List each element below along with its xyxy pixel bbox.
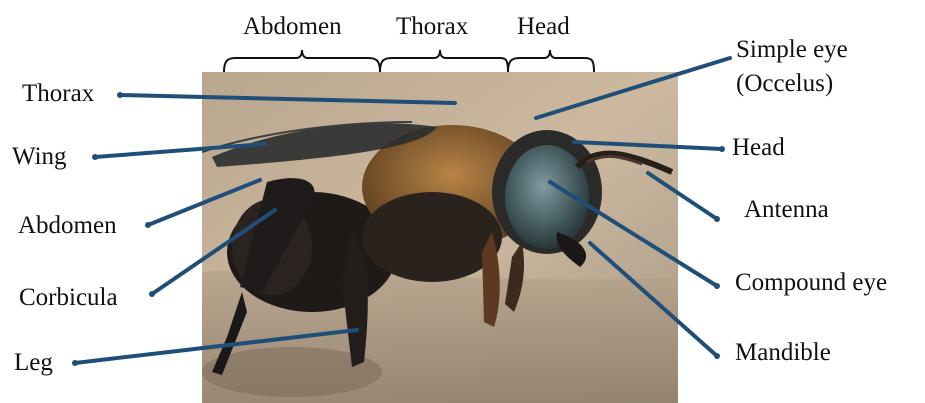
leader-dot-corbicula [149,291,155,297]
label-head: Head [732,135,785,160]
label-abdomen: Abdomen [18,213,117,238]
leader-dot-head [719,146,725,152]
label-simple-eye: Simple eye [736,37,848,62]
leader-dot-compound-eye [714,283,720,289]
label-leg: Leg [14,350,53,375]
leader-dot-abdomen [145,222,151,228]
leader-dot-thorax [117,92,123,98]
head-bracket [508,50,594,72]
leg-leader [75,330,357,363]
region-label-abdomen: Abdomen [243,14,342,39]
abdomen-leader [148,180,260,225]
label-thorax: Thorax [22,81,94,106]
leader-dot-leg [72,360,78,366]
leader-dot-wing [92,154,98,160]
label-compound-eye: Compound eye [735,270,887,295]
corbicula-leader [152,210,275,294]
region-label-head: Head [517,14,570,39]
antenna-leader [648,173,717,219]
label-occelus: (Occelus) [736,71,833,96]
region-label-thorax: Thorax [396,14,468,39]
leader-dot-antenna [714,216,720,222]
wing-leader [95,144,265,157]
label-corbicula: Corbicula [19,285,118,310]
label-mandible: Mandible [735,340,831,365]
label-wing: Wing [12,144,67,169]
label-antenna: Antenna [744,197,829,222]
simple-eye-leader [536,58,730,118]
thorax-leader [120,95,455,103]
leader-dot-mandible [714,353,720,359]
thorax-bracket [380,50,508,72]
compound-eye-leader [550,182,717,286]
abdomen-bracket [224,50,380,72]
head-leader [574,142,722,149]
mandible-leader [590,243,717,356]
